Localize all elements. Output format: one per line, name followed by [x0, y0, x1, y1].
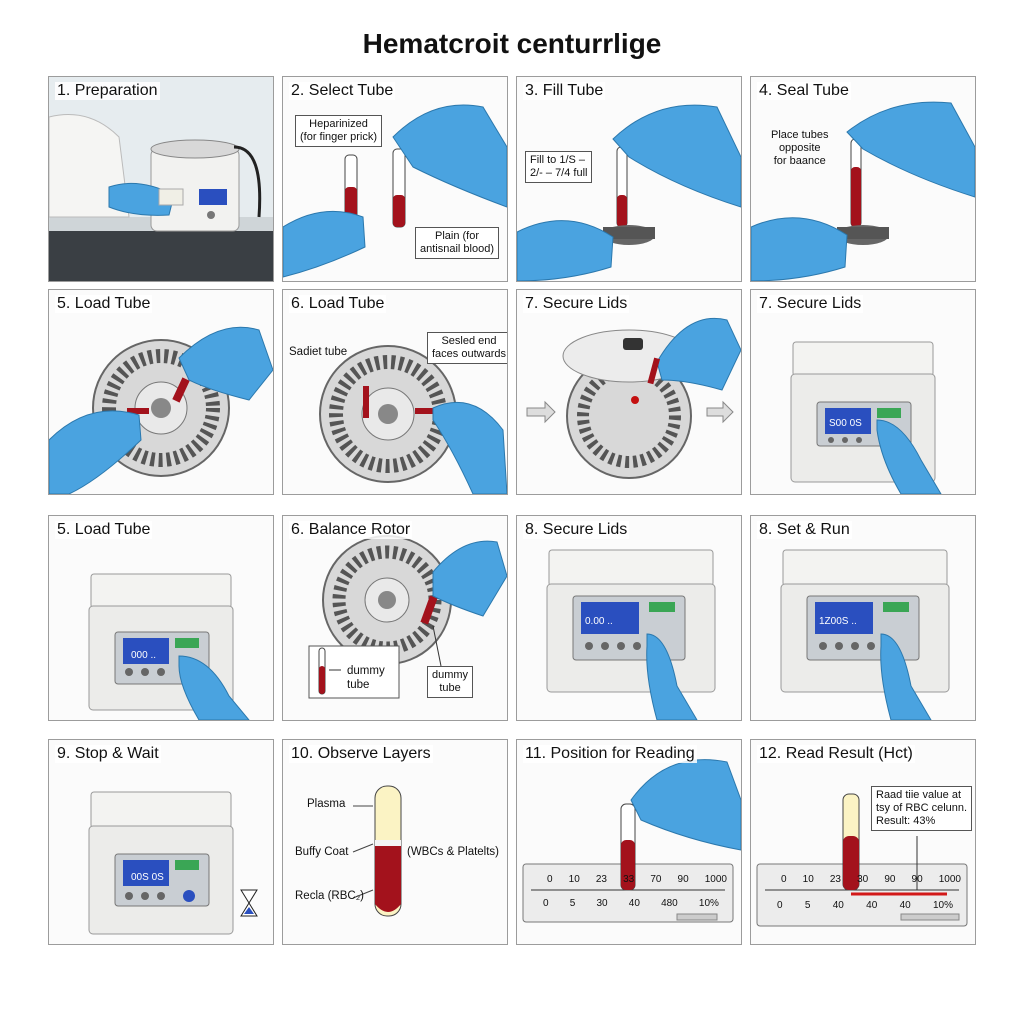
fill-tube-illustration — [517, 104, 741, 281]
ruler-bottom-scale: 0 5 30 40 480 10% — [543, 898, 719, 909]
tick-label: 10% — [932, 900, 953, 911]
layers-tube-illustration — [352, 785, 402, 917]
rotor-illustration — [319, 345, 507, 494]
tick-label: 0 — [777, 900, 783, 911]
panel-label: 9. Stop & Wait — [55, 745, 161, 763]
panel-fill-tube: 3. Fill Tube Fill to 1/S – 2/- – 7/4 ful… — [516, 76, 742, 282]
tick-label: 23 — [595, 874, 607, 885]
reader-illustration — [756, 793, 968, 927]
panel-stop-and-wait: 9. Stop & Wait 00S 0S — [48, 739, 274, 945]
panel-label: 2. Select Tube — [289, 82, 396, 100]
display-readout: 0.00 .. — [585, 616, 613, 627]
preparation-illustration — [49, 77, 273, 281]
tick-label: 70 — [650, 874, 662, 885]
buffy-coat-label: Buffy Coat — [295, 846, 349, 858]
panel-label: 10. Observe Layers — [289, 745, 433, 763]
display-readout: 000 .. — [131, 650, 157, 661]
panel-label: 5. Load Tube — [55, 521, 153, 539]
panel-balance-rotor: 6. Balance Rotor dummy tube dummy tube — [282, 515, 508, 721]
tick-label: 90 — [677, 874, 689, 885]
tick-label: 90 — [884, 874, 896, 885]
tick-label: 5 — [569, 898, 576, 909]
ruler-top-scale: 0 10 23 30 90 90 1000 — [781, 874, 961, 885]
panel-load-tube-3: 5. Load Tube 000 .. — [48, 515, 274, 721]
ruler-bottom-scale: 0 5 40 40 40 10% — [777, 900, 953, 911]
tick-label: 30 — [857, 874, 869, 885]
page-title: Hematcroit centurrlige — [362, 28, 662, 59]
tick-label: 40 — [899, 900, 911, 911]
centrifuge-illustration — [780, 549, 950, 720]
centrifuge-illustration — [790, 341, 942, 494]
panel-label: 12. Read Result (Hct) — [757, 745, 915, 763]
panel-load-tube-1: 5. Load Tube — [48, 289, 274, 495]
dummy-tube-note: dummy tube — [427, 666, 474, 698]
centrifuge-illustration — [546, 549, 716, 720]
tick-label: 0 — [781, 874, 787, 885]
seal-tube-illustration — [751, 101, 975, 281]
sealed-tube-label: Sadiet tube — [289, 346, 348, 358]
panel-label: 4. Seal Tube — [757, 82, 851, 100]
panel-set-and-run: 8. Set & Run 1Z00S .. — [750, 515, 976, 721]
balance-note: Place tubes opposite for baance — [771, 129, 829, 167]
balance-rotor-illustration — [308, 535, 507, 699]
panel-label: 7. Secure Lids — [757, 295, 864, 313]
panel-label: 3. Fill Tube — [523, 82, 606, 100]
panel-label: 6. Balance Rotor — [289, 521, 413, 539]
sealed-end-note: Sesled end faces outwards — [427, 332, 507, 364]
panel-select-tube: 2. Select Tube Heparinized (for finger p… — [282, 76, 508, 282]
tick-label: 33 — [623, 874, 635, 885]
select-tube-illustration — [283, 104, 507, 278]
tick-label: 40 — [628, 898, 640, 909]
panel-label: 1. Preparation — [55, 82, 160, 100]
panel-label: 11. Position for Reading — [523, 745, 697, 763]
rotor-illustration — [49, 326, 273, 494]
tick-label: 10% — [698, 898, 719, 909]
buffy-coat-note: (WBCs & Platelts) — [407, 846, 500, 858]
panel-label: 8. Secure Lids — [523, 521, 630, 539]
tick-label: 0 — [547, 874, 553, 885]
tick-label: 10 — [802, 874, 814, 885]
dummy-tube-label: dummy tube — [347, 665, 385, 691]
tick-label: 0 — [543, 898, 549, 909]
tick-label: 30 — [596, 898, 608, 909]
tick-label: 10 — [568, 874, 580, 885]
hourglass-icon — [240, 889, 258, 917]
panel-seal-tube: 4. Seal Tube Place tubes opposite for ba… — [750, 76, 976, 282]
tick-label: 5 — [804, 900, 811, 911]
panel-position-reading: 11. Position for Reading 0 10 23 33 70 9… — [516, 739, 742, 945]
rbc-label: Recla (RBC₂) — [295, 890, 364, 902]
panel-secure-lids-3: 8. Secure Lids 0.00 .. — [516, 515, 742, 721]
display-readout: 1Z00S .. — [819, 616, 857, 627]
panel-label: 6. Load Tube — [289, 295, 387, 313]
panel-load-tube-2: 6. Load Tube Sadiet tube Sesled end face… — [282, 289, 508, 495]
panel-observe-layers: 10. Observe Layers Plasma Buffy Coat (WB… — [282, 739, 508, 945]
panel-secure-lids-1: 7. Secure Lids — [516, 289, 742, 495]
panel-preparation: 1. Preparation — [48, 76, 274, 282]
plasma-label: Plasma — [307, 798, 346, 810]
panel-label: 8. Set & Run — [757, 521, 852, 539]
lid-illustration — [526, 317, 741, 479]
tick-label: 1000 — [704, 874, 727, 885]
tick-label: 40 — [866, 900, 878, 911]
tick-label: 90 — [911, 874, 923, 885]
panel-secure-lids-2: 7. Secure Lids S00 0S — [750, 289, 976, 495]
display-readout: 00S 0S — [131, 872, 164, 883]
reader-illustration — [522, 759, 741, 923]
panel-read-result: 12. Read Result (Hct) Raad tiie value at… — [750, 739, 976, 945]
tick-label: 1000 — [938, 874, 961, 885]
read-result-note: Raad tiie value at tsy of RBC celunn. Re… — [871, 786, 973, 831]
tick-label: 23 — [829, 874, 841, 885]
panel-label: 7. Secure Lids — [523, 295, 630, 313]
panel-label: 5. Load Tube — [55, 295, 153, 313]
plain-tube-note: Plain (for antisnail blood) — [415, 227, 499, 259]
fill-level-note: Fill to 1/S – 2/- – 7/4 full — [525, 151, 593, 183]
ruler-top-scale: 0 10 23 33 70 90 1000 — [547, 874, 727, 885]
tick-label: 40 — [832, 900, 844, 911]
centrifuge-illustration — [88, 791, 258, 935]
display-readout: S00 0S — [829, 418, 862, 429]
tick-label: 480 — [661, 898, 678, 909]
centrifuge-illustration — [88, 573, 250, 720]
heparinized-note: Heparinized (for finger prick) — [295, 115, 383, 147]
